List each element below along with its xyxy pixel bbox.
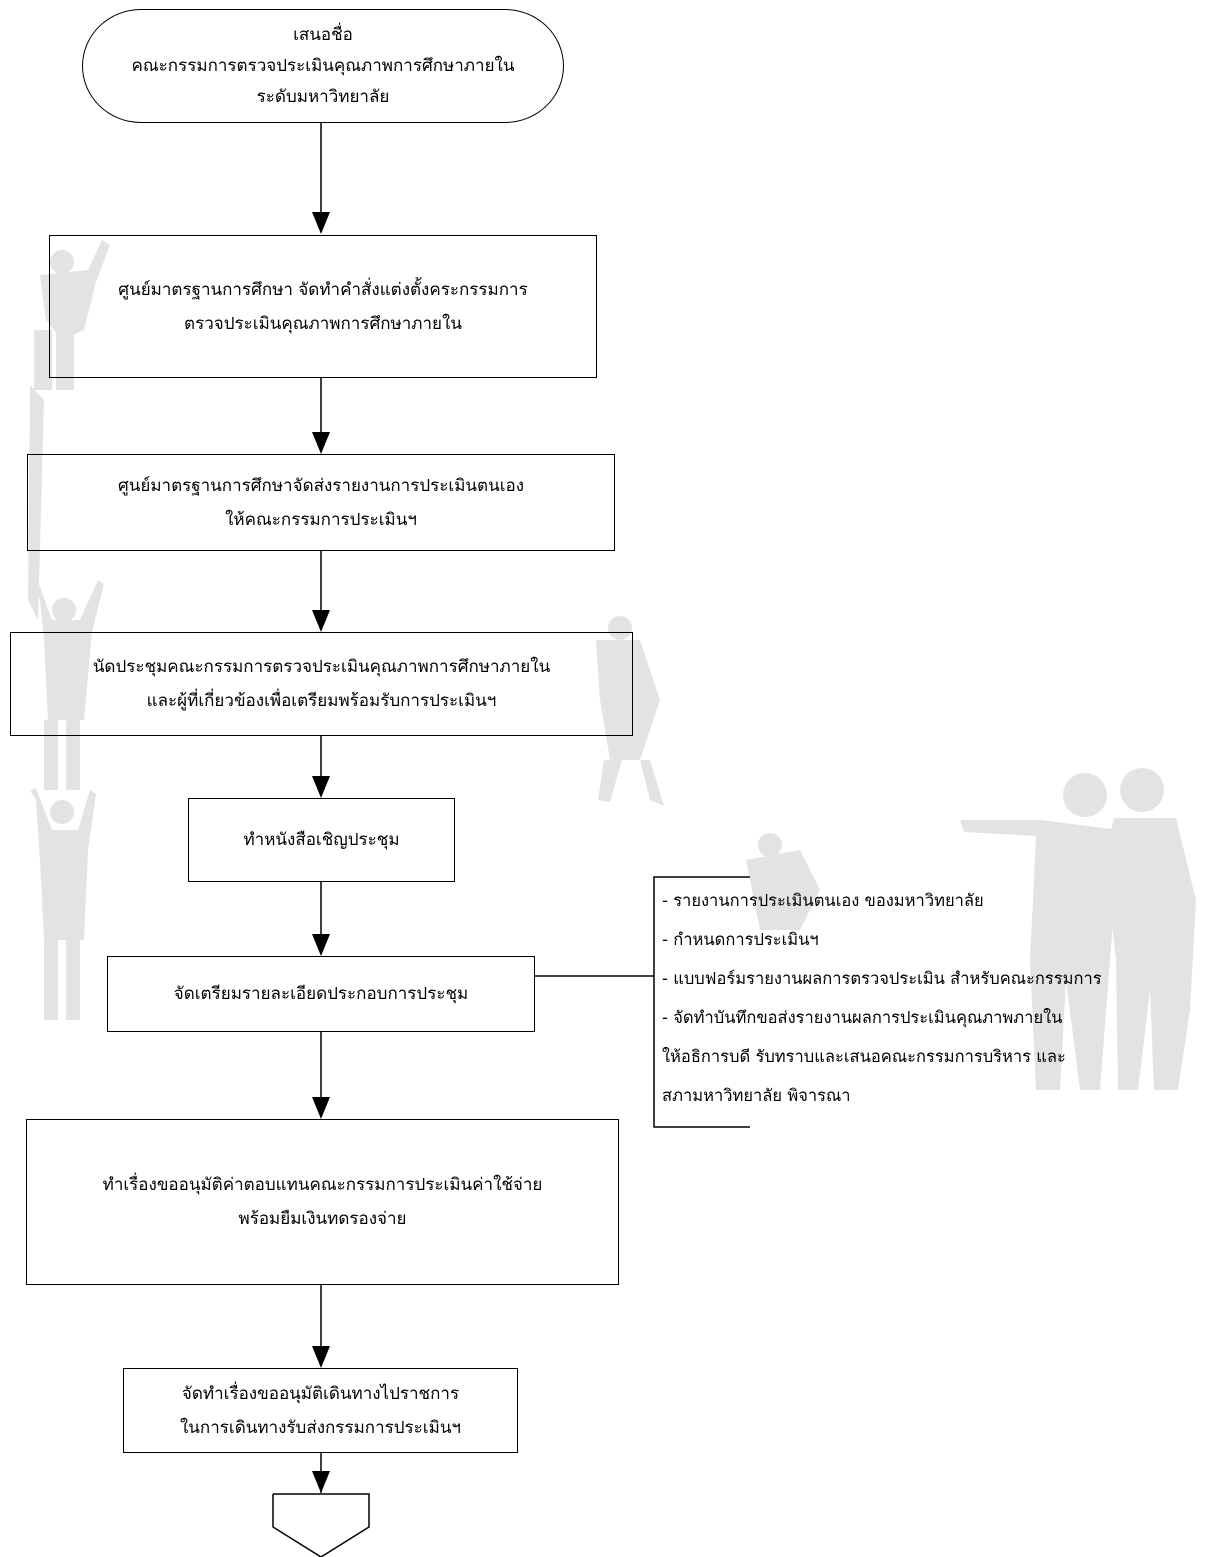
off-page-connector-shape: [272, 1493, 370, 1557]
arrowhead: [312, 432, 330, 454]
process-step-7: จัดทำเรื่องขออนุมัติเดินทางไปราชการ ในกา…: [123, 1368, 518, 1453]
step-4-line-1: ทำหนังสือเชิญประชุม: [243, 830, 400, 850]
process-step-5: จัดเตรียมรายละเอียดประกอบการประชุม: [107, 956, 535, 1032]
annotation-line-6: สภามหาวิทยาลัย พิจารณา: [662, 1086, 851, 1105]
step-6-line-2: พร้อมยืมเงินทดรองจ่าย: [238, 1209, 407, 1229]
annotation-line-5: ให้อธิการบดี รับทราบและเสนอคณะกรรมการบริ…: [662, 1047, 1066, 1066]
arrowhead: [312, 934, 330, 956]
start-terminator: เสนอชื่อ คณะกรรมการตรวจประเมินคุณภาพการศ…: [82, 9, 564, 123]
process-step-2: ศูนย์มาตรฐานการศึกษาจัดส่งรายงานการประเม…: [27, 454, 615, 551]
arrowhead: [312, 610, 330, 632]
process-step-6: ทำเรื่องขออนุมัติค่าตอบแทนคณะกรรมการประเ…: [26, 1119, 619, 1285]
annotation-line-4: - จัดทำบันทึกขอส่งรายงานผลการประเมินคุณภ…: [662, 1008, 1063, 1027]
step-1-line-2: ตรวจประเมินคุณภาพการศึกษาภายใน: [184, 313, 462, 334]
step-7-line-2: ในการเดินทางรับส่งกรรมการประเมินฯ: [180, 1417, 461, 1438]
arrowhead: [312, 1097, 330, 1119]
process-step-1: ศูนย์มาตรฐานการศึกษา จัดทำคำสั่งแต่งตั้ง…: [49, 235, 597, 378]
process-step-4: ทำหนังสือเชิญประชุม: [188, 798, 455, 882]
start-line-2: คณะกรรมการตรวจประเมินคุณภาพการศึกษาภายใน: [131, 55, 515, 76]
step-2-line-1: ศูนย์มาตรฐานการศึกษาจัดส่งรายงานการประเม…: [117, 475, 525, 496]
annotation-line-3: - แบบฟอร์มรายงานผลการตรวจประเมิน สำหรับค…: [662, 969, 1102, 988]
step-5-line-1: จัดเตรียมรายละเอียดประกอบการประชุม: [173, 984, 469, 1004]
annotation-bracket: [653, 876, 750, 1128]
start-line-3: ระดับมหาวิทยาลัย: [256, 86, 390, 107]
annotation-line-2: - กำหนดการประเมินฯ: [662, 930, 819, 949]
step-6-line-1: ทำเรื่องขออนุมัติค่าตอบแทนคณะกรรมการประเ…: [102, 1175, 543, 1195]
annotation-line-1: - รายงานการประเมินตนเอง ของมหาวิทยาลัย: [662, 891, 984, 910]
arrowhead: [312, 776, 330, 798]
step-1-line-1: ศูนย์มาตรฐานการศึกษา จัดทำคำสั่งแต่งตั้ง…: [118, 279, 528, 300]
arrowhead: [312, 1471, 330, 1493]
arrowhead: [312, 1346, 330, 1368]
step-3-line-2: และผู้ที่เกี่ยวข้องเพื่อเตรียมพร้อมรับกา…: [146, 691, 497, 711]
arrowhead: [312, 212, 330, 234]
process-step-3: นัดประชุมคณะกรรมการตรวจประเมินคุณภาพการศ…: [10, 632, 633, 736]
annotation-note: - รายงานการประเมินตนเอง ของมหาวิทยาลัย -…: [654, 877, 1214, 1127]
step-2-line-2: ให้คณะกรรมการประเมินฯ: [225, 509, 417, 530]
start-line-1: เสนอชื่อ: [293, 24, 353, 45]
step-7-line-1: จัดทำเรื่องขออนุมัติเดินทางไปราชการ: [181, 1383, 460, 1404]
step-3-line-1: นัดประชุมคณะกรรมการตรวจประเมินคุณภาพการศ…: [92, 657, 551, 677]
